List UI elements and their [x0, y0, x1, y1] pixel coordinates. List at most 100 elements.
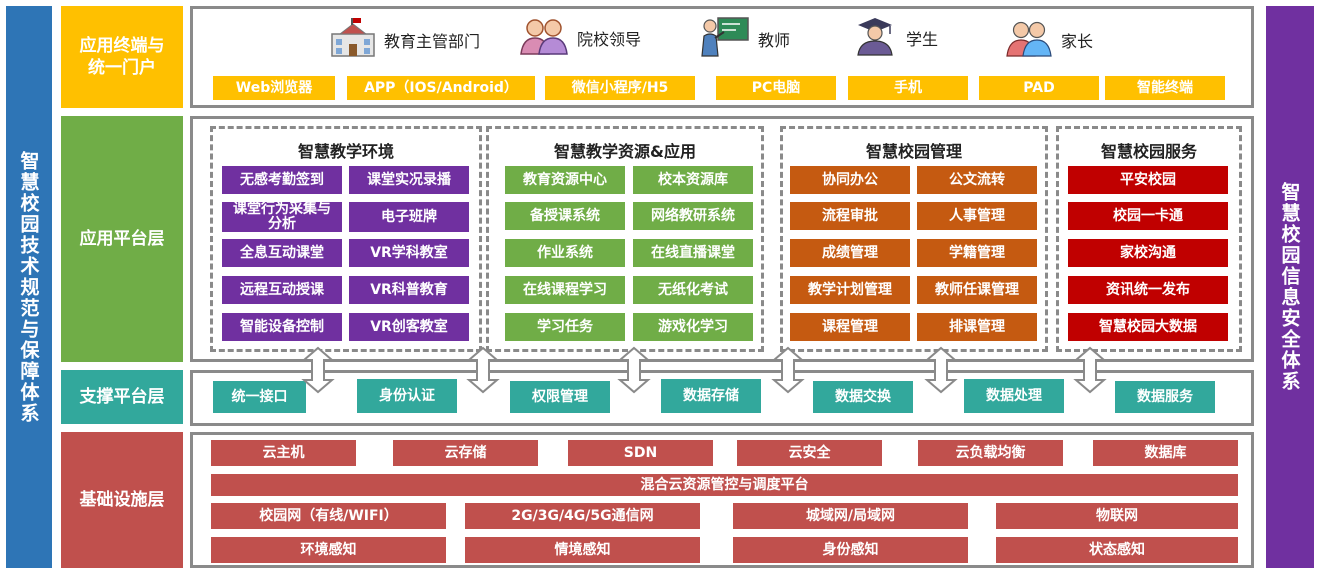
app-item: 全息互动课堂: [222, 239, 342, 267]
app-item: 人事管理: [917, 202, 1037, 230]
support-item: 数据处理: [964, 379, 1064, 413]
app-item: 在线直播课堂: [633, 239, 753, 267]
infra-item: 校园网（有线/WIFI）: [211, 503, 446, 529]
app-item: 游戏化学习: [633, 313, 753, 341]
infra-item: 云存储: [393, 440, 538, 466]
app-item: 教学计划管理: [790, 276, 910, 304]
terminal-chip: Web浏览器: [213, 76, 335, 100]
app-item: 协同办公: [790, 166, 910, 194]
infra-item: 情境感知: [465, 537, 700, 563]
left-bar: 智慧校园技术规范与保障体系: [6, 6, 52, 568]
infra-item: 身份感知: [733, 537, 968, 563]
terminal-chip: PC电脑: [716, 76, 836, 100]
app-item: 课程管理: [790, 313, 910, 341]
section-title: 智慧教学资源&应用: [554, 142, 696, 161]
section-title: 智慧校园服务: [1100, 142, 1197, 161]
infra-item: 2G/3G/4G/5G通信网: [465, 503, 700, 529]
app-item: 家校沟通: [1068, 239, 1228, 267]
app-item: 学习任务: [505, 313, 625, 341]
role-parents: 家长: [1005, 18, 1093, 62]
app-item: VR科普教育: [349, 276, 469, 304]
layer-label-portal: 应用终端与统一门户: [61, 6, 183, 108]
infra-item: 云安全: [737, 440, 882, 466]
app-item: 电子班牌: [349, 202, 469, 232]
app-item: 备授课系统: [505, 202, 625, 230]
support-item: 数据服务: [1115, 381, 1215, 413]
role-label: 院校领导: [577, 30, 642, 49]
app-item: 公文流转: [917, 166, 1037, 194]
infra-platform: 混合云资源管控与调度平台: [211, 474, 1238, 496]
app-item: 远程互动授课: [222, 276, 342, 304]
app-item: 网络教研系统: [633, 202, 753, 230]
role-label: 学生: [906, 30, 939, 49]
layer-label-application: 应用平台层: [61, 116, 183, 362]
section-campus-services: [1056, 126, 1242, 352]
infra-item: 云主机: [211, 440, 356, 466]
double-arrow-icon: [1073, 346, 1107, 394]
app-item: 学籍管理: [917, 239, 1037, 267]
app-item: 无感考勤签到: [222, 166, 342, 194]
app-item: 作业系统: [505, 239, 625, 267]
role-school-leaders: 院校领导: [519, 16, 641, 60]
layer-label-portal-text: 应用终端与统一门户: [79, 36, 165, 78]
layer-label-support: 支撑平台层: [61, 370, 183, 424]
terminal-chip: 微信小程序/H5: [545, 76, 695, 100]
section-teaching-resources: [486, 126, 764, 352]
app-item: 校本资源库: [633, 166, 753, 194]
support-item: 统一接口: [213, 381, 306, 413]
infra-item: 状态感知: [996, 537, 1238, 563]
support-item: 权限管理: [510, 381, 610, 413]
layer-label-infrastructure: 基础设施层: [61, 432, 183, 568]
parents-icon: [1005, 18, 1053, 62]
role-label: 家长: [1061, 32, 1094, 51]
leaders-icon: [519, 16, 569, 60]
double-arrows: [301, 346, 1107, 394]
double-arrow-icon: [771, 346, 805, 394]
school-building-icon: [330, 18, 376, 62]
teacher-icon: [700, 16, 750, 62]
app-item: VR创客教室: [349, 313, 469, 341]
double-arrow-icon: [617, 346, 651, 394]
infra-item: SDN: [568, 440, 713, 466]
support-item: 数据交换: [813, 381, 913, 413]
right-bar: 智慧校园信息安全体系: [1266, 6, 1314, 568]
app-item: 校园一卡通: [1068, 202, 1228, 230]
role-teacher: 教师: [700, 16, 790, 62]
infra-item: 数据库: [1093, 440, 1238, 466]
app-item: 在线课程学习: [505, 276, 625, 304]
app-item: 课堂实况录播: [349, 166, 469, 194]
app-item: 课堂行为采集与分析: [222, 202, 342, 232]
infra-item: 物联网: [996, 503, 1238, 529]
terminal-chip: APP（IOS/Android）: [347, 76, 535, 100]
terminal-chip: 智能终端: [1105, 76, 1225, 100]
app-item: 成绩管理: [790, 239, 910, 267]
section-title: 智慧教学环境: [297, 142, 394, 161]
layer-label-support-text: 支撑平台层: [79, 387, 165, 407]
graduate-student-icon: [852, 16, 898, 60]
terminal-chip: 手机: [848, 76, 968, 100]
layer-label-infrastructure-text: 基础设施层: [79, 490, 165, 510]
app-item: 资讯统一发布: [1068, 276, 1228, 304]
double-arrow-icon: [924, 346, 958, 394]
app-item: 无纸化考试: [633, 276, 753, 304]
app-item: 智慧校园大数据: [1068, 313, 1228, 341]
layer-label-application-text: 应用平台层: [79, 229, 165, 249]
app-item: 流程审批: [790, 202, 910, 230]
double-arrow-icon: [301, 346, 335, 394]
app-item: 排课管理: [917, 313, 1037, 341]
role-label: 教育主管部门: [384, 32, 481, 51]
app-item: 教师任课管理: [917, 276, 1037, 304]
app-item: 智能设备控制: [222, 313, 342, 341]
role-label: 教师: [758, 31, 791, 50]
support-item: 身份认证: [357, 379, 457, 413]
terminal-chip: PAD: [979, 76, 1099, 100]
app-item: 教育资源中心: [505, 166, 625, 194]
role-student: 学生: [852, 16, 938, 60]
section-campus-management: [780, 126, 1048, 352]
infra-item: 城域网/局域网: [733, 503, 968, 529]
role-education-dept: 教育主管部门: [330, 18, 480, 62]
double-arrow-icon: [466, 346, 500, 394]
app-item: 平安校园: [1068, 166, 1228, 194]
section-title: 智慧校园管理: [865, 142, 962, 161]
section-teaching-environment: [210, 126, 482, 352]
